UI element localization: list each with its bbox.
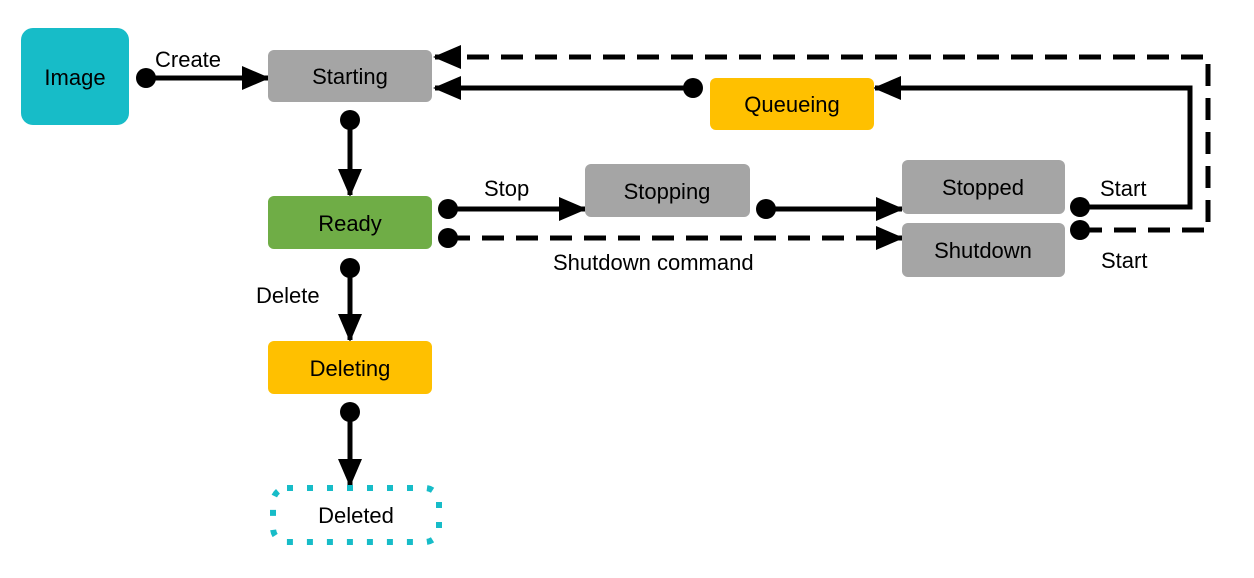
- label-shutdown-command: Shutdown command: [553, 250, 754, 275]
- node-stopping: Stopping: [585, 164, 750, 217]
- node-deleted: Deleted: [270, 485, 442, 545]
- node-image: Image: [21, 28, 129, 125]
- dot-deleting-bottom: [340, 402, 360, 422]
- node-deleting: Deleting: [268, 341, 432, 394]
- label-create: Create: [155, 47, 221, 72]
- node-queueing-label: Queueing: [744, 92, 839, 117]
- label-stop: Stop: [484, 176, 529, 201]
- edge-source-dots: [136, 68, 1090, 422]
- dot-ready-shutdown: [438, 228, 458, 248]
- dot-image-create: [136, 68, 156, 88]
- node-ready-label: Ready: [318, 211, 382, 236]
- node-starting: Starting: [268, 50, 432, 102]
- dot-stopping-right: [756, 199, 776, 219]
- node-stopped-label: Stopped: [942, 175, 1024, 200]
- node-starting-label: Starting: [312, 64, 388, 89]
- edges: [146, 45, 1211, 487]
- node-queueing: Queueing: [710, 78, 874, 130]
- dot-ready-stop: [438, 199, 458, 219]
- dot-starting-bottom: [340, 110, 360, 130]
- node-image-label: Image: [44, 65, 105, 90]
- node-stopped: Stopped: [902, 160, 1065, 214]
- dot-queueing-left: [683, 78, 703, 98]
- node-ready: Ready: [268, 196, 432, 249]
- node-shutdown-label: Shutdown: [934, 238, 1032, 263]
- edge-start-from-shutdown: [433, 45, 1211, 233]
- node-stopping-label: Stopping: [624, 179, 711, 204]
- node-shutdown: Shutdown: [902, 223, 1065, 277]
- node-deleted-label: Deleted: [318, 503, 394, 528]
- node-deleting-label: Deleting: [310, 356, 391, 381]
- label-start-from-shutdown: Start: [1101, 248, 1147, 273]
- dot-shutdown-right: [1070, 220, 1090, 240]
- label-start-from-stopped: Start: [1100, 176, 1146, 201]
- dot-stopped-right: [1070, 197, 1090, 217]
- edge-start-from-stopped: [873, 76, 1193, 210]
- label-delete: Delete: [256, 283, 320, 308]
- dot-ready-bottom: [340, 258, 360, 278]
